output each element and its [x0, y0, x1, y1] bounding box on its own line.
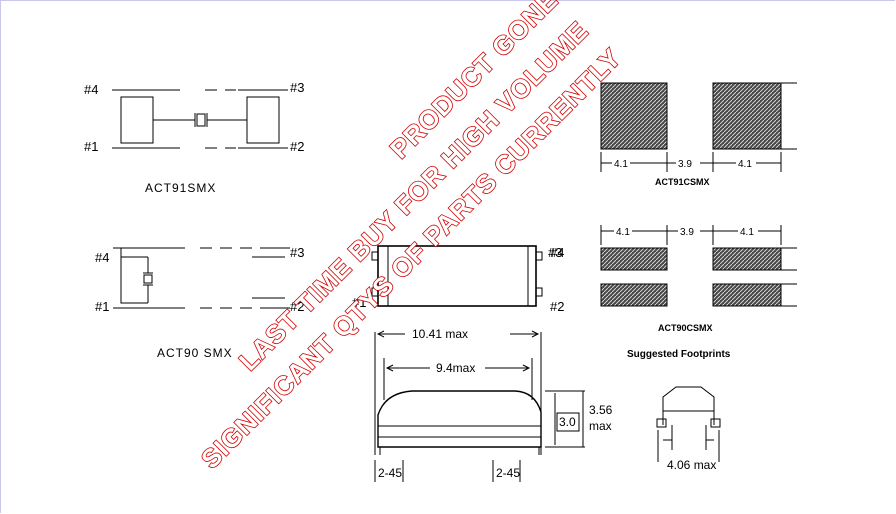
act90-name: ACT90 SMX	[157, 346, 233, 360]
fp91-dim-left: 4.1	[614, 159, 628, 170]
footprint-act91	[600, 82, 797, 172]
fp91-dim-mid: 3.9	[678, 159, 692, 170]
fp90-dim-right: 4.1	[740, 227, 754, 238]
act90-pin4-label: #4	[95, 250, 109, 265]
act90-pin2-label: #2	[290, 299, 304, 314]
package-pin2-label: #2	[550, 299, 564, 314]
package-top-view	[371, 245, 543, 307]
package-side-view	[374, 330, 585, 482]
package-pin1-label: #1	[352, 295, 366, 310]
act90-pin1-label: #1	[95, 299, 109, 314]
act91-pin1-label: #1	[84, 139, 98, 154]
act90-pin3-label: #3	[290, 245, 304, 260]
fp90-dim-left: 4.1	[616, 227, 630, 238]
act91-name: ACT91SMX	[145, 181, 216, 195]
dim-body-max: 9.4max	[436, 361, 475, 375]
act91-pin3-label: #3	[290, 80, 304, 95]
footprint-act90	[600, 225, 797, 307]
package-pin4-label: #4	[550, 245, 564, 260]
dim-height-max-value: 3.56	[589, 403, 613, 417]
fp91-dim-right: 4.1	[738, 159, 752, 170]
dim-pad-right: 2-45	[496, 466, 520, 480]
fp91-name: ACT91CSMX	[655, 177, 710, 187]
act91-pin4-label: #4	[84, 82, 98, 97]
watermark: LAST TIME BUY FOR HIGH VOLUME SIGNIFICAN…	[194, 0, 628, 475]
dim-width-max: 4.06 max	[667, 458, 716, 472]
package-pin3-label: #3	[548, 245, 562, 260]
dim-height-inner: 3.0	[559, 415, 576, 429]
act90-schematic	[113, 247, 290, 309]
dim-height-max-unit: max	[589, 419, 612, 433]
fp90-dim-mid: 3.9	[680, 227, 694, 238]
footprints-caption: Suggested Footprints	[627, 349, 731, 360]
dim-pad-left: 2-45	[378, 466, 402, 480]
act91-schematic	[112, 89, 288, 149]
dim-length-max: 10.41 max	[412, 327, 468, 341]
watermark-line-1: LAST TIME BUY FOR HIGH VOLUME	[233, 15, 594, 376]
package-end-view	[656, 386, 721, 462]
act91-pin2-label: #2	[290, 139, 304, 154]
fp90-name: ACT90CSMX	[658, 323, 713, 333]
